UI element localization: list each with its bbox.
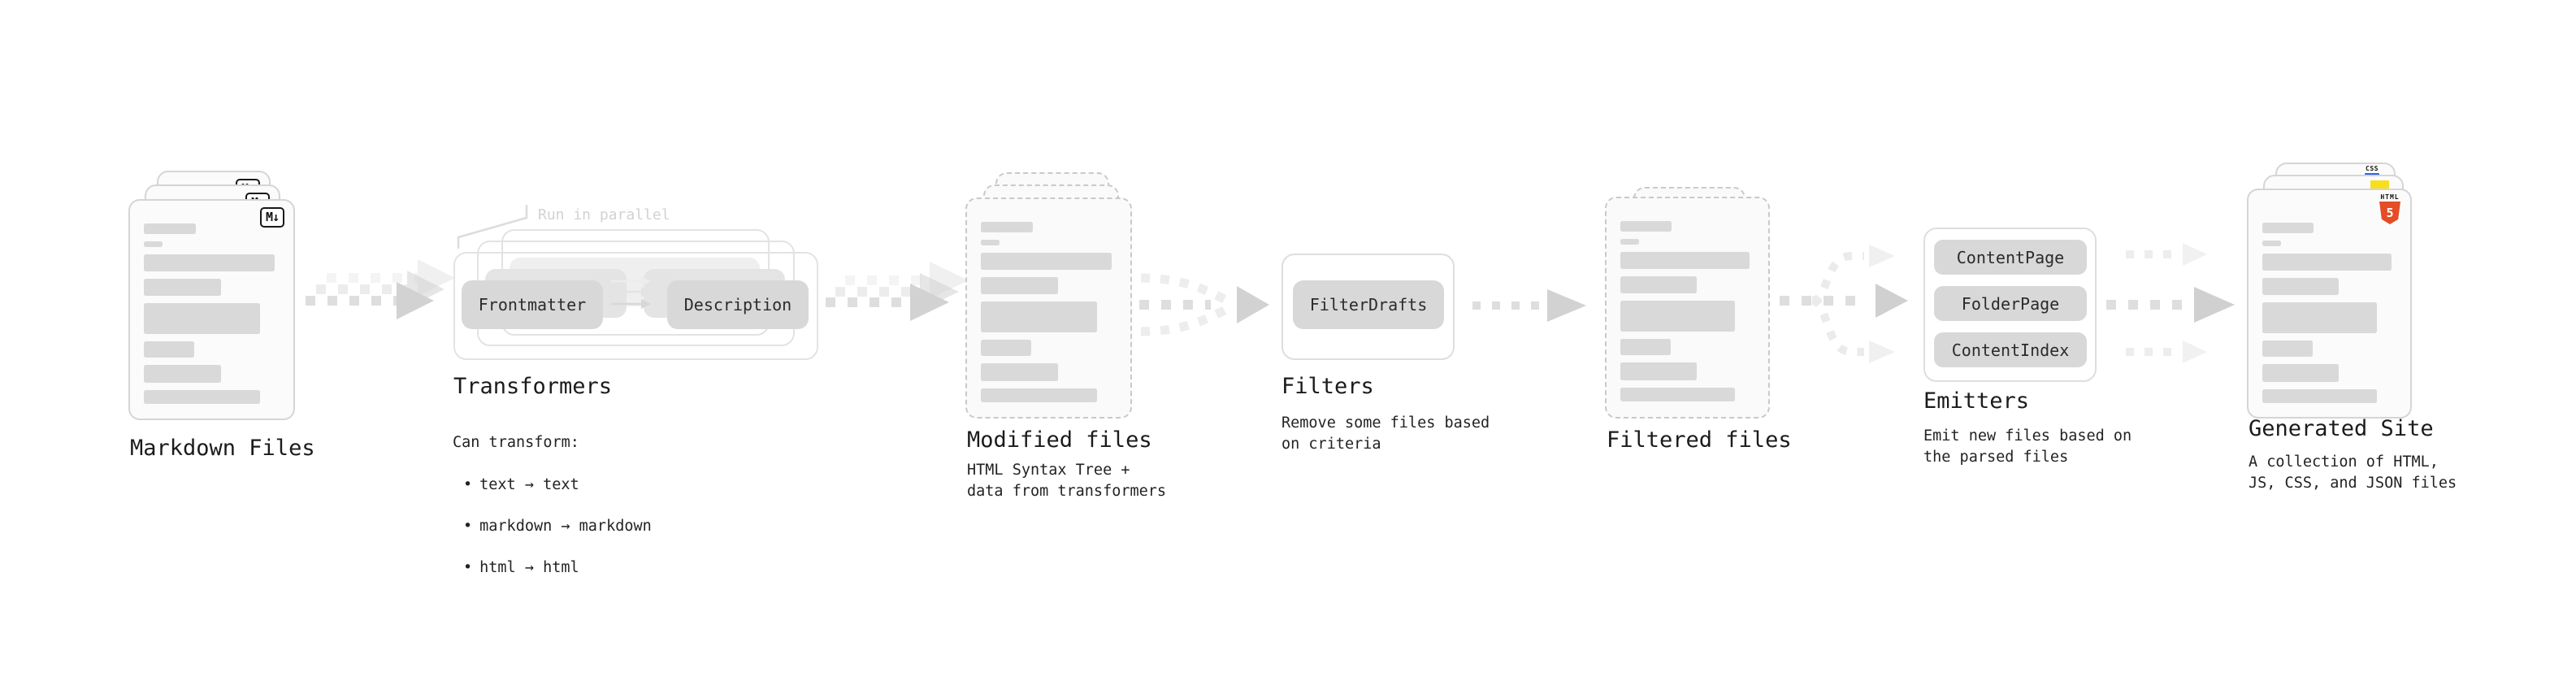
- generated-file-card-front: HTML 5: [2247, 189, 2412, 419]
- skeleton-bar: [2262, 389, 2377, 403]
- skeleton-bar: [2262, 364, 2339, 382]
- skeleton-content: [1607, 198, 1768, 401]
- arrow-modified-to-filters: [1139, 273, 1269, 336]
- skeleton-bar: [2262, 254, 2392, 271]
- modified-files-stack: [965, 172, 1132, 419]
- skeleton-bar: [2262, 241, 2281, 246]
- emitter-pill-folderpage: FolderPage: [1934, 286, 2087, 321]
- emitter-pill-contentindex: ContentIndex: [1934, 332, 2087, 367]
- skeleton-content: [967, 199, 1130, 402]
- markdown-badge-icon: M↓: [259, 207, 284, 228]
- frontmatter-pill: Frontmatter: [462, 280, 603, 329]
- arrow-transformers-to-modified: [826, 262, 969, 321]
- markdown-files-label: Markdown Files: [130, 436, 315, 461]
- skeleton-bar: [2262, 340, 2313, 357]
- generated-site-label: Generated Site: [2249, 416, 2434, 441]
- skeleton-bar: [144, 279, 222, 296]
- transform-capability-item: •markdown → markdown: [463, 518, 652, 535]
- skeleton-bar: [144, 390, 260, 404]
- skeleton-bar: [981, 240, 1000, 245]
- filtered-file-card-front: [1605, 197, 1770, 419]
- arrow-emitters-to-generated: [2106, 243, 2235, 363]
- skeleton-bar: [981, 253, 1112, 270]
- filtered-files-stack: [1605, 187, 1770, 419]
- transform-capability-title: Can transform:: [453, 434, 579, 451]
- transform-capability-item: •text → text: [463, 476, 579, 493]
- skeleton-content: [130, 201, 293, 404]
- skeleton-bar: [981, 340, 1032, 356]
- pill-arrow-icon: [611, 299, 651, 309]
- arrow-markdown-to-transformers: [306, 259, 455, 319]
- generated-site-stack: CSS HTML 5: [2247, 163, 2412, 419]
- transformers-desc: Can transform: •text → text •markdown → …: [453, 411, 652, 599]
- skeleton-bar: [981, 388, 1097, 402]
- skeleton-bar: [2262, 302, 2377, 333]
- skeleton-content: [2249, 190, 2410, 403]
- filtered-files-label: Filtered files: [1607, 427, 1792, 453]
- emitter-pill-contentpage: ContentPage: [1934, 240, 2087, 275]
- skeleton-bar: [1620, 276, 1697, 293]
- skeleton-bar: [2262, 278, 2339, 295]
- run-in-parallel-annotation: Run in parallel: [538, 206, 670, 223]
- transform-capability-item: •html → html: [463, 559, 579, 576]
- arrow-filtered-to-emitters: [1780, 245, 1908, 363]
- skeleton-bar: [144, 241, 163, 247]
- skeleton-bar: [981, 301, 1097, 332]
- modified-file-card-front: [965, 197, 1132, 419]
- skeleton-bar: [2262, 223, 2314, 233]
- arrow-filters-to-filtered: [1472, 289, 1586, 322]
- emitters-label: Emitters: [1923, 388, 2030, 414]
- skeleton-bar: [1620, 239, 1639, 245]
- skeleton-bar: [1620, 252, 1750, 269]
- pill-arrow-icon: [611, 287, 651, 297]
- skeleton-bar: [144, 303, 260, 334]
- skeleton-bar: [1620, 388, 1735, 401]
- modified-files-desc: HTML Syntax Tree + data from transformer…: [967, 462, 1167, 500]
- markdown-files-stack: M↓ M↓ M↓: [128, 171, 295, 420]
- skeleton-bar: [144, 341, 195, 358]
- filterdrafts-pill: FilterDrafts: [1293, 280, 1444, 329]
- skeleton-bar: [981, 222, 1033, 232]
- skeleton-bar: [1620, 221, 1672, 232]
- filters-desc: Remove some files based on criteria: [1281, 414, 1490, 453]
- skeleton-bar: [144, 223, 196, 234]
- markdown-file-card-front: M↓: [128, 199, 295, 420]
- skeleton-bar: [981, 277, 1059, 294]
- transformers-label: Transformers: [453, 374, 613, 399]
- skeleton-bar: [1620, 301, 1735, 332]
- modified-files-label: Modified files: [967, 427, 1152, 453]
- description-pill: Description: [667, 280, 809, 329]
- html5-badge-icon: HTML 5: [2379, 193, 2401, 224]
- skeleton-bar: [981, 363, 1059, 381]
- emitters-desc: Emit new files based on the parsed files: [1923, 427, 2132, 466]
- skeleton-bar: [1620, 362, 1697, 380]
- filters-label: Filters: [1281, 374, 1374, 399]
- run-in-parallel-leader-line: [457, 205, 528, 249]
- transformers-layer-box-front: [453, 252, 818, 360]
- skeleton-bar: [144, 365, 222, 383]
- generated-site-desc: A collection of HTML, JS, CSS, and JSON …: [2249, 453, 2457, 492]
- skeleton-bar: [144, 254, 275, 271]
- pill-arrow-icon: [611, 276, 651, 286]
- skeleton-bar: [1620, 339, 1671, 355]
